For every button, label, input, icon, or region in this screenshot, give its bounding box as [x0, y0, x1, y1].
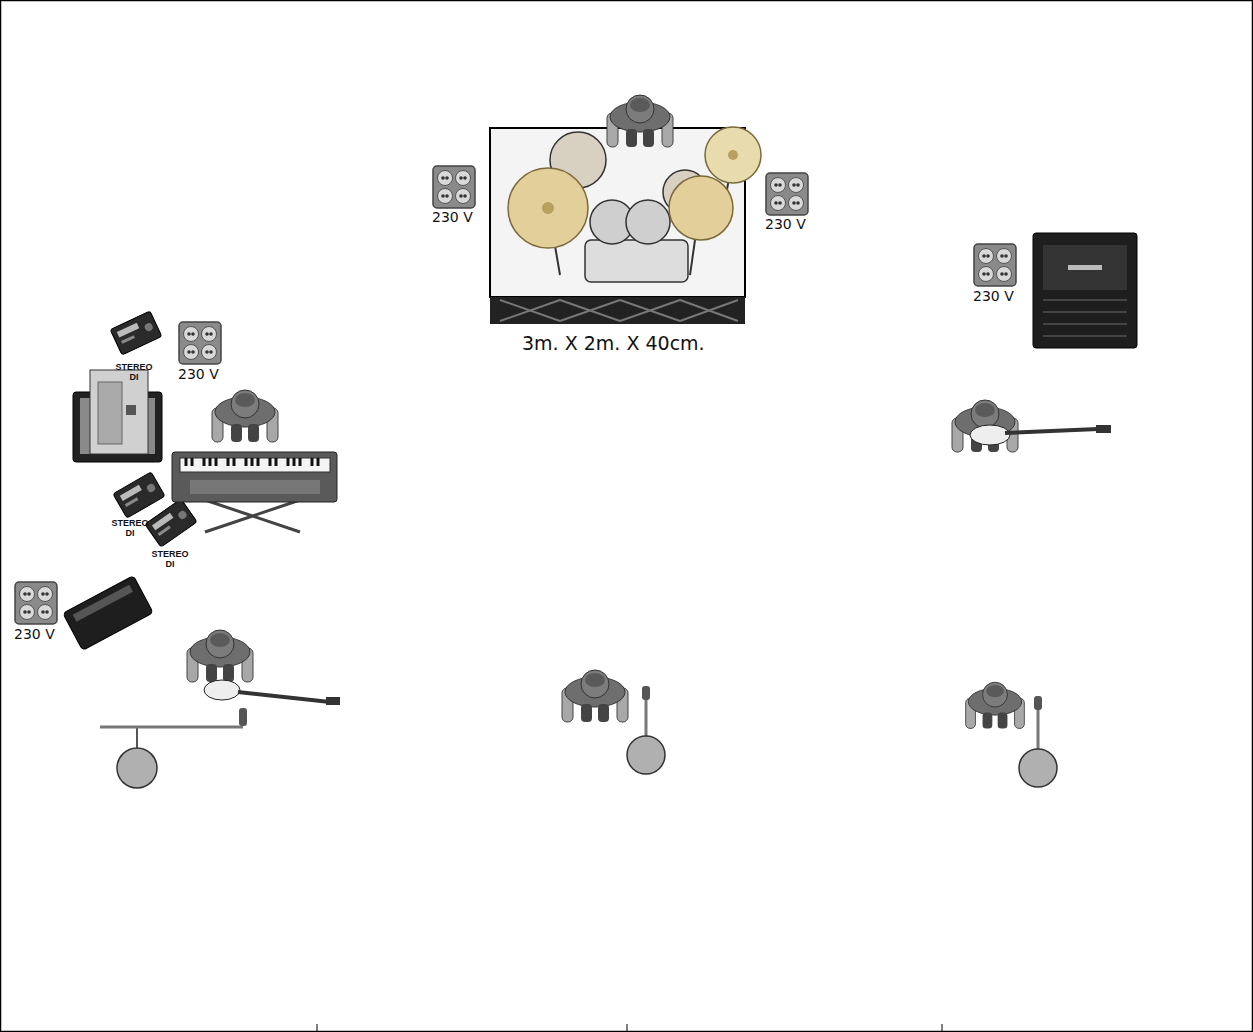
drum-kit	[508, 127, 761, 282]
boom-mic-stand	[100, 708, 247, 788]
bass-guitar	[970, 425, 1111, 445]
bass-player	[952, 400, 1018, 452]
drummer	[607, 95, 673, 147]
lead-singer	[562, 670, 628, 722]
riser-dimension: 3m. X 2m. X 40cm.	[522, 332, 705, 354]
laptop-case	[73, 370, 162, 462]
di-label: STEREO DI	[148, 549, 192, 569]
power-outlet	[433, 166, 475, 208]
mic-stand	[1019, 696, 1057, 787]
stereo-di	[113, 472, 165, 518]
stereo-di	[145, 499, 197, 547]
mic-stand	[627, 686, 665, 774]
power-outlet	[766, 173, 808, 215]
power-label: 230 V	[765, 216, 806, 232]
guitar-amp	[63, 576, 153, 651]
power-label: 230 V	[432, 209, 473, 225]
backing-singer	[966, 682, 1025, 728]
front-edge-mark	[317, 1024, 942, 1031]
keyboard-player	[212, 390, 278, 442]
power-label: 230 V	[973, 288, 1014, 304]
electric-guitar	[204, 680, 340, 705]
power-outlet	[974, 244, 1016, 286]
stereo-di	[110, 311, 162, 355]
di-label: STEREO DI	[108, 518, 152, 538]
power-label: 230 V	[14, 626, 55, 642]
power-label: 230 V	[178, 366, 219, 382]
di-label: STEREO DI	[112, 362, 156, 382]
guitar-player	[187, 630, 253, 682]
power-outlet	[15, 582, 57, 624]
keyboard	[172, 452, 337, 532]
bass-amp	[1033, 233, 1137, 348]
power-outlet	[179, 322, 221, 364]
